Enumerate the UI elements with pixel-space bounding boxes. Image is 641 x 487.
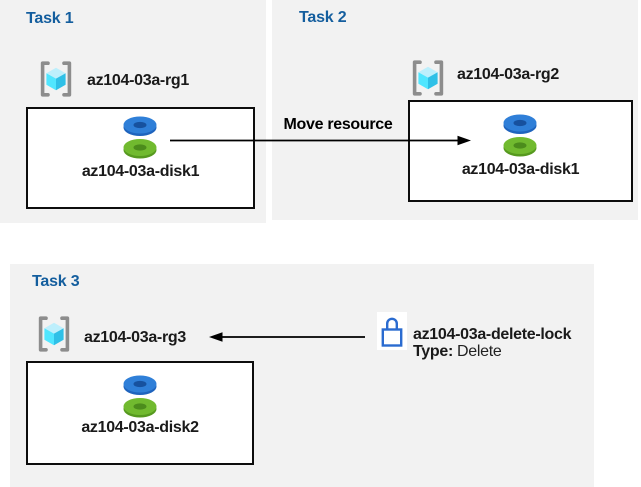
delete-lock-type: Type:Delete [413,343,571,360]
disk-icon [503,114,537,157]
task1-title: Task 1 [26,10,74,27]
task2-title: Task 2 [299,9,347,26]
resource-group-icon [40,61,72,97]
disk-label: az104-03a-disk1 [81,163,200,180]
move-arrow-label: Move resource [283,116,393,133]
resource-group-label: az104-03a-rg1 [87,72,189,89]
disk-label: az104-03a-disk2 [81,419,199,436]
disk-label: az104-03a-disk1 [461,161,580,178]
delete-lock-type-value: Delete [457,343,502,360]
resource-group-icon [38,316,70,352]
task3-title: Task 3 [32,273,80,290]
resource-group-label: az104-03a-rg2 [457,66,559,83]
resource-group-icon [412,60,444,96]
delete-lock-type-label: Type: [413,343,453,360]
delete-lock-text: az104-03a-delete-lock Type:Delete [413,326,572,360]
disk-icon [123,116,157,159]
delete-lock-name: az104-03a-delete-lock [413,326,572,343]
resource-group-label: az104-03a-rg3 [84,329,186,346]
lock-icon [377,312,407,350]
disk-icon [123,375,157,418]
